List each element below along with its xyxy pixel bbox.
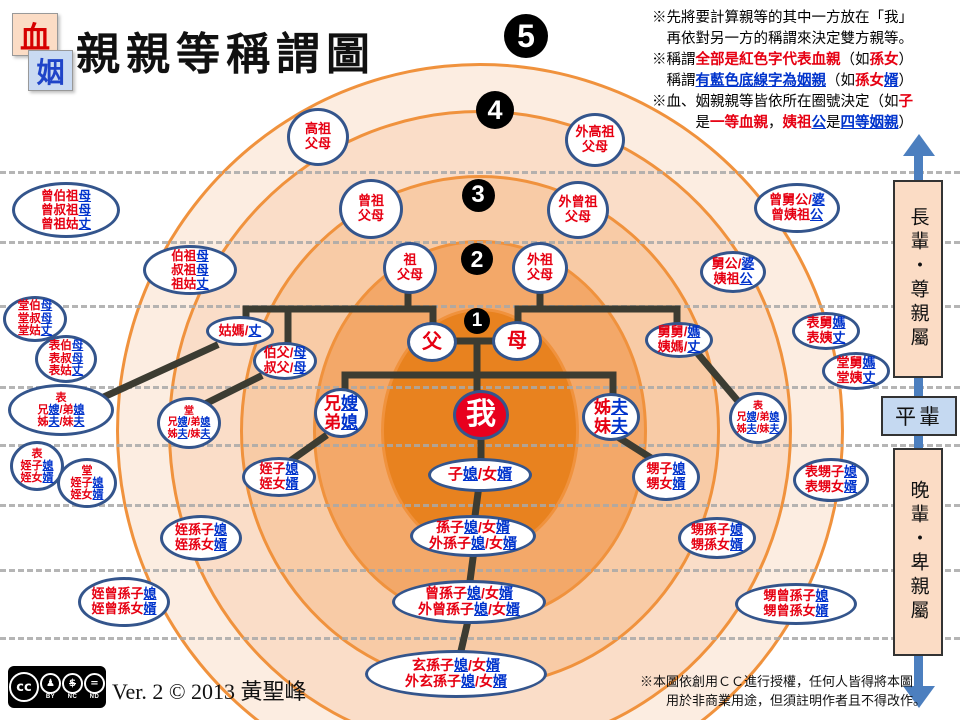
kin-node-biao-xiongsao-left: 表兄嫂/弟媳姊夫/妹夫: [8, 384, 114, 436]
kin-node-zu-fumu: 祖父母: [383, 242, 437, 294]
kin-node-jiujiu-yima: 舅舅/媽姨媽/丈: [645, 322, 713, 358]
cc-nc-icon: $NC: [62, 673, 83, 701]
kin-node-shengsun: 甥孫子媳甥孫女婿: [678, 517, 756, 559]
marriage-relative-badge: 姻: [28, 50, 73, 91]
kin-node-sheng-zengsun: 甥曾孫子媳甥曾孫女婿: [735, 583, 857, 625]
kin-node-waizu-fumu: 外祖父母: [512, 242, 568, 294]
kin-node-mu: 母: [492, 321, 542, 361]
peer-axis-label: 平輩: [881, 396, 957, 436]
cc-by-icon: ♟BY: [40, 673, 61, 701]
kin-node-zengsun: 曾孫子媳/女婿外曾孫子媳/女婿: [392, 580, 546, 624]
kin-node-zhizi-xi: 姪子媳姪女婿: [242, 457, 316, 497]
kin-node-jiugong-yizugong: 舅公/婆姨祖公: [700, 251, 766, 293]
kin-node-zifu-meifu: 姊夫妹夫: [582, 393, 640, 441]
kin-node-zeng-jiugong: 曾舅公/婆曾姨祖公: [754, 183, 840, 233]
kin-node-bozumu: 伯祖母叔祖母祖姑丈: [143, 245, 237, 295]
kin-node-biao-bomu: 表伯母表叔母表姑丈: [35, 335, 97, 383]
kin-node-sunzi-xi: 孫子媳/女婿外孫子媳/女婿: [410, 515, 536, 557]
usage-notes: ※先將要計算親等的其中一方放在「我」 再依對另一方的稱謂來決定雙方親等。※稱謂全…: [652, 10, 913, 131]
kin-node-zengzu-fumu: 曾祖父母: [339, 179, 403, 239]
degree-badge-3: 3: [461, 178, 495, 212]
elder-axis-label: 長輩・尊親屬: [893, 180, 943, 378]
blood-relative-badge: 血: [12, 13, 58, 56]
cc-icon: cc: [9, 672, 39, 702]
degree-badge-5: 5: [504, 14, 548, 58]
kin-node-zhisun: 姪孫子媳姪孫女婿: [160, 515, 242, 561]
kin-node-zeng-bozumu: 曾伯祖母曾叔祖母曾祖姑丈: [12, 182, 120, 238]
kin-node-xuansun: 玄孫子媳/女婿外玄孫子媳/女婿: [365, 650, 547, 698]
kin-node-fu: 父: [407, 322, 457, 362]
kin-node-zixi-nvxu: 子媳/女婿: [428, 458, 532, 492]
arrow-up-icon: [903, 134, 935, 156]
kin-node-biao-xiongsao-right: 表兄嫂/弟媳姊夫/妹夫: [729, 392, 787, 444]
page-title: 親親等稱謂圖: [76, 30, 376, 79]
kin-node-zhi-zengsun: 姪曾孫子媳姪曾孫女婿: [78, 577, 170, 627]
kin-node-tang-jiuma: 堂舅媽堂姨丈: [822, 352, 890, 390]
version-credit: Ver. 2 © 2013 黃聖峰: [112, 679, 307, 704]
younger-axis-label: 晚輩・卑親屬: [893, 448, 943, 656]
kin-node-shengzi-xi: 甥子媳甥女婿: [632, 453, 700, 501]
generation-divider: [0, 241, 960, 244]
degree-badge-2: 2: [461, 243, 493, 275]
kin-node-biao-jiuma: 表舅媽表姨丈: [792, 312, 860, 350]
kin-node-wai-gaozu-fumu: 外高祖父母: [565, 113, 625, 167]
kin-node-gaozu-fumu: 高祖父母: [287, 108, 349, 166]
cc-license-icon: cc ♟BY$NC=ND: [8, 666, 106, 708]
kin-node-guma: 姑媽/丈: [206, 316, 274, 346]
kin-node-biao-shengzi: 表甥子媳表甥女婿: [793, 458, 869, 502]
kin-node-wo: 我: [453, 390, 509, 440]
generation-divider: [0, 569, 960, 572]
degree-badge-1: 1: [464, 308, 490, 334]
generation-divider: [0, 305, 960, 308]
kin-node-tang-zhi: 堂姪子媳姪女婿: [57, 458, 117, 508]
generation-divider: [0, 171, 960, 174]
license-note: ※本圖依創用ＣＣ進行授權，任何人皆得將本圖用於非商業用途，但須註明作者且不得改作…: [640, 674, 927, 708]
kin-node-wai-zengzu-fumu: 外曾祖父母: [547, 181, 609, 239]
arrow-down-icon: [903, 686, 935, 708]
cc-nd-icon: =ND: [84, 673, 105, 701]
kin-node-tang-xiongsao: 堂兄嫂/弟媳姊夫/妹夫: [157, 397, 221, 449]
degree-badge-4: 4: [476, 91, 514, 129]
kin-node-xiongsao-dixi: 兄嫂弟媳: [314, 388, 368, 438]
kin-node-bofu-shufu: 伯父/母叔父/母: [253, 342, 317, 380]
kin-node-tang-bomu: 堂伯母堂叔母堂姑丈: [3, 296, 67, 342]
generation-divider: [0, 637, 960, 640]
generation-divider: [0, 504, 960, 507]
kin-node-biao-zhi: 表姪子媳姪女婿: [10, 441, 64, 491]
